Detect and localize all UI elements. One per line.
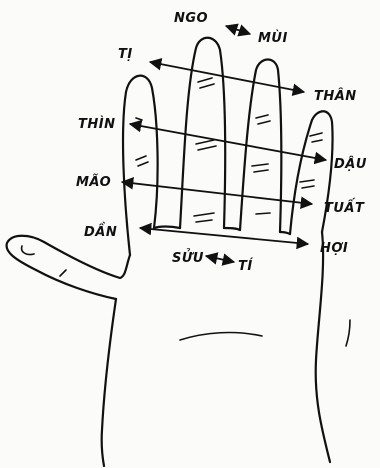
label-thin: THÌN xyxy=(78,116,115,132)
arrow-ti-than xyxy=(150,62,304,92)
arrow-suu-ti xyxy=(206,256,234,262)
label-dan: DẦN xyxy=(84,223,117,240)
label-hoi: HỢI xyxy=(320,241,348,256)
label-ti-top: TỊ xyxy=(118,47,133,62)
label-mui: MÙI xyxy=(258,30,288,46)
label-ngo: NGO xyxy=(174,11,208,26)
arrow-dan-hoi xyxy=(140,228,308,244)
arrow-thin-dau xyxy=(130,124,326,160)
label-ti-bottom: TÍ xyxy=(238,258,253,274)
label-mao: MÃO xyxy=(76,174,111,190)
label-tuat: TUẤT xyxy=(324,199,365,216)
arrow-ngo-mui xyxy=(226,26,250,34)
label-suu: SỬU xyxy=(172,249,204,266)
arrow-mao-tuat xyxy=(122,182,312,204)
label-dau: DẬU xyxy=(334,157,367,172)
label-than: THÂN xyxy=(314,88,357,104)
